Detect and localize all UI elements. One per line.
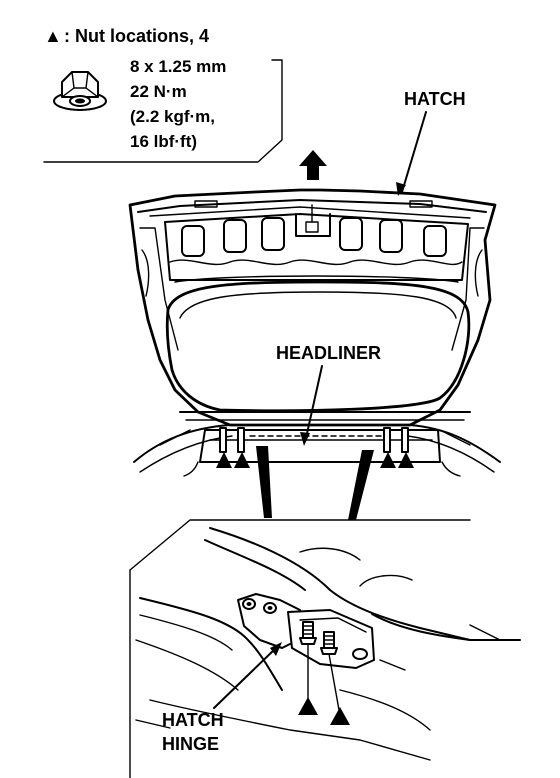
hatch-nut-markers xyxy=(216,452,414,468)
nut-marker xyxy=(398,452,414,468)
zoom-pointer-left xyxy=(256,446,272,518)
hinge-nut-markers xyxy=(298,697,350,725)
hatch-label: HATCH xyxy=(404,89,466,109)
spec-torque-kgfm: (2.2 kgf·m, xyxy=(130,107,215,126)
hatch-hinge-leader xyxy=(213,647,277,709)
legend-nut-symbol: ▲ xyxy=(44,26,62,46)
flange-nut-icon xyxy=(53,71,107,111)
nut-marker xyxy=(298,697,318,715)
hatch-hinge-studs xyxy=(219,427,409,453)
spec-torque-nm: 22 N·m xyxy=(130,82,187,101)
nut-marker xyxy=(216,452,232,468)
hatch-hinge-label-line1: HATCH xyxy=(162,710,224,730)
nut-marker xyxy=(380,452,396,468)
headliner-leader xyxy=(305,365,323,439)
zoom-pointer-right xyxy=(348,450,374,520)
spec-frame xyxy=(43,59,283,163)
legend: ▲ : Nut locations, 4 8 x 1.25 mm 22 N·m … xyxy=(43,26,283,163)
hatch-leader xyxy=(401,111,427,193)
nut-marker xyxy=(330,707,350,725)
hinge-detail xyxy=(129,519,521,778)
spec-thread: 8 x 1.25 mm xyxy=(130,57,226,76)
legend-title: : Nut locations, 4 xyxy=(64,26,209,46)
headliner-label: HEADLINER xyxy=(276,343,381,363)
roof-edge xyxy=(133,424,501,477)
up-arrow-icon xyxy=(299,150,327,180)
hatch-hinge-label-line2: HINGE xyxy=(162,734,219,754)
hatch-panel xyxy=(128,188,497,427)
hinge-studs xyxy=(299,621,338,655)
nut-marker xyxy=(234,452,250,468)
spec-torque-lbfft: 16 lbf·ft) xyxy=(130,132,197,151)
